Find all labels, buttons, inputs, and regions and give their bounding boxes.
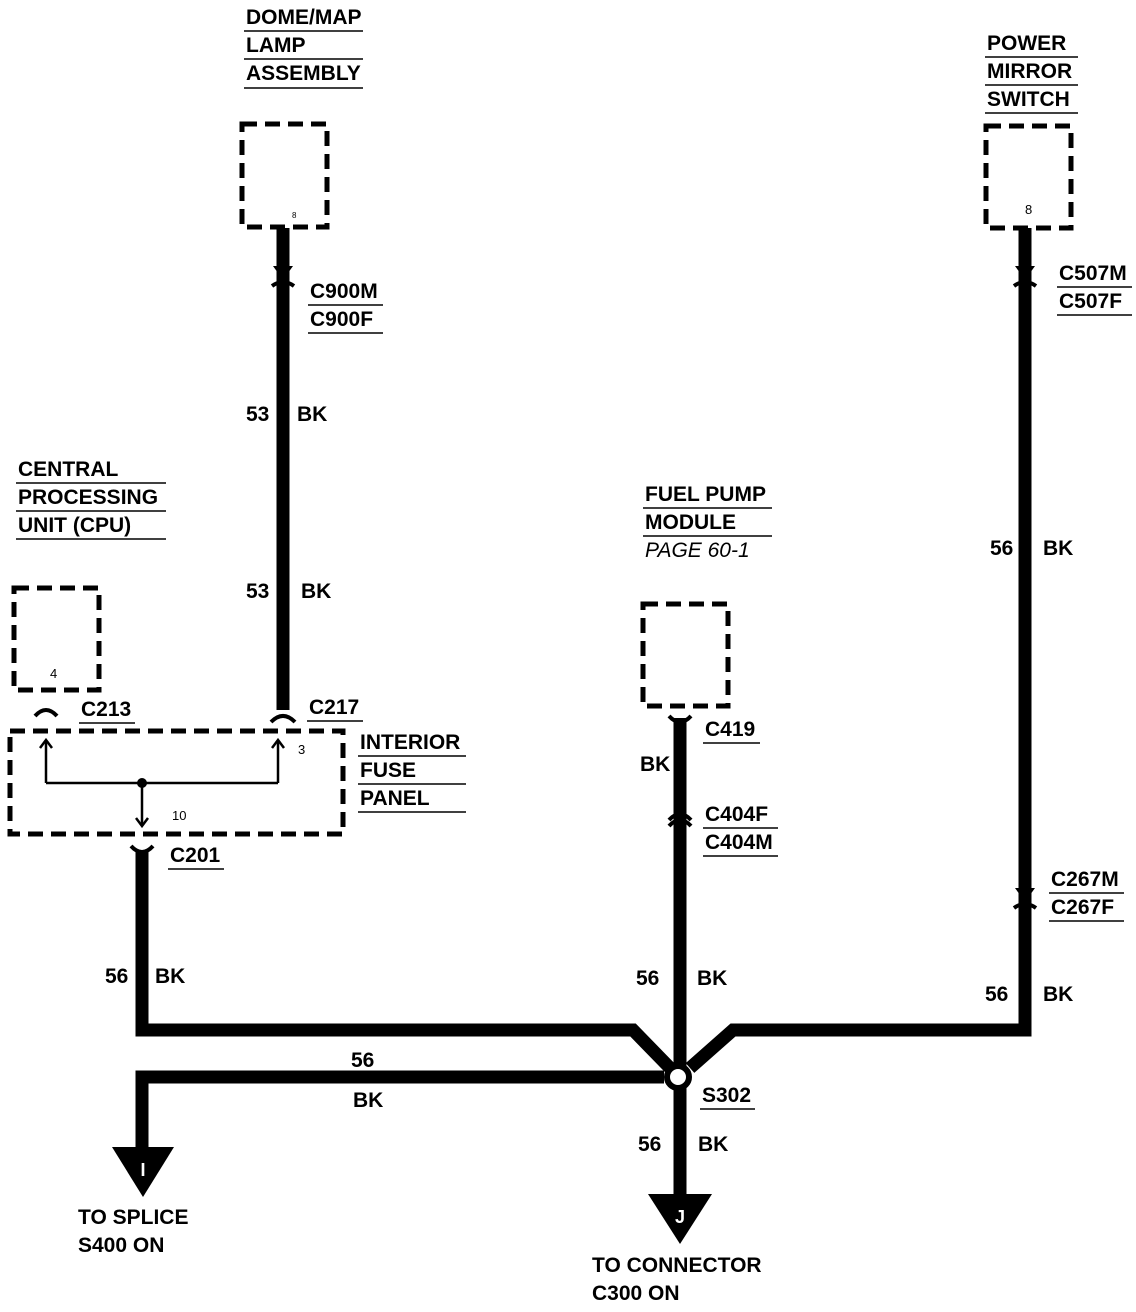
- dome-lamp-pin: 8: [292, 211, 297, 220]
- fuel-pump-module-box: [640, 601, 731, 709]
- svg-text:LAMP: LAMP: [246, 34, 306, 57]
- svg-text:POWER: POWER: [987, 32, 1066, 55]
- arrow-labels: TO SPLICE S400 ON TO CONNECTOR C300 ON: [78, 1206, 762, 1305]
- power-mirror-switch-label: POWER MIRROR SWITCH: [985, 32, 1078, 114]
- svg-text:I: I: [140, 1160, 145, 1180]
- svg-text:C507F: C507F: [1059, 290, 1122, 313]
- svg-text:C900M: C900M: [310, 280, 378, 303]
- svg-text:BK: BK: [155, 965, 185, 988]
- fuse-pin-3: 3: [298, 742, 305, 757]
- svg-text:FUSE: FUSE: [360, 759, 416, 782]
- svg-text:56: 56: [990, 537, 1013, 560]
- arrow-to-s400: I: [112, 1147, 174, 1197]
- wire-to-s400: [135, 1070, 664, 1150]
- fuse-junction-dot: [137, 778, 147, 788]
- interior-fuse-panel-box: [7, 728, 346, 837]
- svg-text:S400 ON: S400 ON: [78, 1234, 164, 1257]
- svg-text:56: 56: [636, 967, 659, 990]
- svg-text:56: 56: [351, 1049, 374, 1072]
- svg-text:BK: BK: [698, 1133, 728, 1156]
- svg-text:BK: BK: [353, 1089, 383, 1112]
- svg-text:53: 53: [246, 403, 269, 426]
- svg-text:C300 ON: C300 ON: [592, 1282, 680, 1305]
- dome-map-lamp-box: [239, 121, 330, 230]
- svg-text:C213: C213: [81, 698, 131, 721]
- svg-text:56: 56: [638, 1133, 661, 1156]
- cpu-pin: 4: [50, 666, 57, 681]
- svg-text:53: 53: [246, 580, 269, 603]
- svg-text:C404M: C404M: [705, 831, 773, 854]
- svg-text:MODULE: MODULE: [645, 511, 736, 534]
- wire-mirror-switch: [685, 228, 1032, 1073]
- connector-symbols: [33, 266, 1038, 910]
- svg-text:BK: BK: [1043, 983, 1073, 1006]
- svg-text:CENTRAL: CENTRAL: [18, 458, 118, 481]
- svg-text:C900F: C900F: [310, 308, 373, 331]
- svg-text:C507M: C507M: [1059, 262, 1127, 285]
- wire-labels: 53 BK 53 BK 56 BK 56 BK BK 56 BK 56 BK 5…: [105, 403, 1073, 1156]
- svg-text:56: 56: [985, 983, 1008, 1006]
- svg-text:C217: C217: [309, 696, 359, 719]
- svg-text:BK: BK: [640, 753, 670, 776]
- fuse-panel-internal: [39, 737, 285, 829]
- wire-fuse-panel-out: [135, 850, 675, 1073]
- cpu-label: CENTRAL PROCESSING UNIT (CPU): [16, 458, 166, 540]
- svg-text:INTERIOR: INTERIOR: [360, 731, 460, 754]
- svg-text:56: 56: [105, 965, 128, 988]
- svg-text:SWITCH: SWITCH: [987, 88, 1070, 111]
- svg-text:MIRROR: MIRROR: [987, 60, 1072, 83]
- svg-text:C201: C201: [170, 844, 221, 867]
- svg-text:C419: C419: [705, 718, 755, 741]
- svg-text:PROCESSING: PROCESSING: [18, 486, 158, 509]
- fuel-pump-page-ref: PAGE 60-1: [645, 539, 750, 562]
- svg-text:BK: BK: [297, 403, 327, 426]
- splice-s302: [664, 1063, 692, 1091]
- cpu-box: [11, 585, 102, 693]
- splice-label: S302: [702, 1084, 751, 1107]
- svg-text:PANEL: PANEL: [360, 787, 430, 810]
- svg-text:TO CONNECTOR: TO CONNECTOR: [592, 1254, 762, 1277]
- svg-text:C404F: C404F: [705, 803, 768, 826]
- svg-text:BK: BK: [697, 967, 727, 990]
- svg-text:TO SPLICE: TO SPLICE: [78, 1206, 188, 1229]
- arrow-to-c300: J: [648, 1194, 712, 1244]
- wires: [135, 228, 1032, 1197]
- svg-text:C267M: C267M: [1051, 868, 1119, 891]
- svg-text:C267F: C267F: [1051, 896, 1114, 919]
- svg-text:FUEL PUMP: FUEL PUMP: [645, 483, 766, 506]
- svg-text:J: J: [675, 1207, 685, 1227]
- dome-map-lamp-label: DOME/MAP LAMP ASSEMBLY: [244, 6, 363, 89]
- power-mirror-switch-box: [983, 123, 1074, 231]
- mirror-switch-pin: 8: [1025, 202, 1032, 217]
- svg-text:BK: BK: [301, 580, 331, 603]
- connector-labels: C900M C900F C507M C507F C213 C217 C201 C…: [79, 262, 1132, 1110]
- fuse-pin-10: 10: [172, 808, 186, 823]
- svg-text:UNIT (CPU): UNIT (CPU): [18, 514, 131, 537]
- svg-text:ASSEMBLY: ASSEMBLY: [246, 62, 361, 85]
- svg-text:DOME/MAP: DOME/MAP: [246, 6, 362, 29]
- interior-fuse-panel-label: INTERIOR FUSE PANEL: [358, 731, 466, 813]
- fuel-pump-module-label: FUEL PUMP MODULE PAGE 60-1: [643, 483, 772, 562]
- svg-text:BK: BK: [1043, 537, 1073, 560]
